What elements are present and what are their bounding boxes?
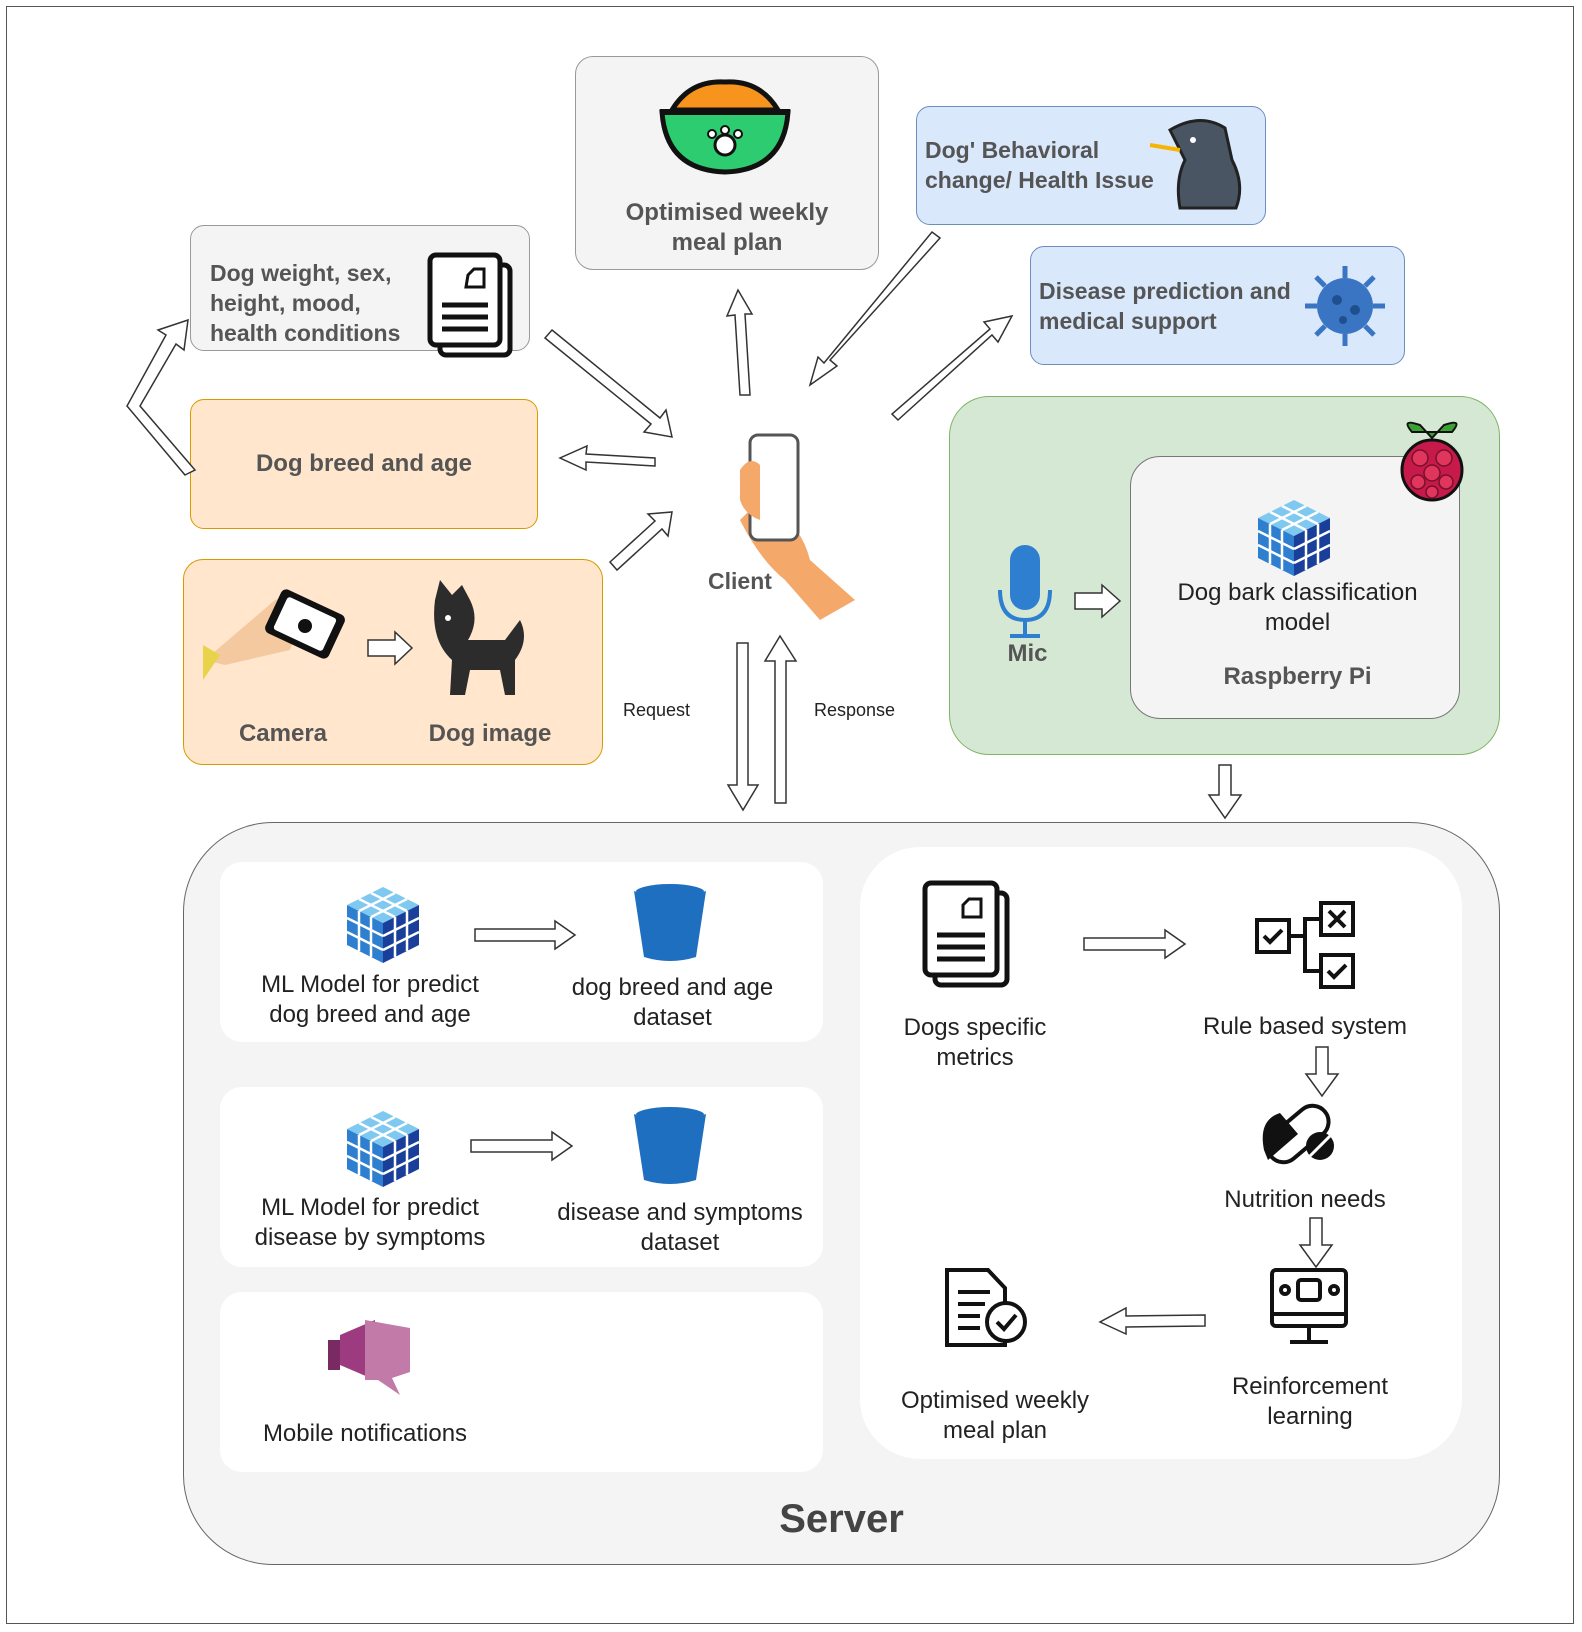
meal-plan-server-label: Optimised weekly meal plan (900, 1387, 1090, 1444)
metrics-to-rules-arrow (1083, 928, 1187, 960)
disease-model-cube-icon (345, 1109, 421, 1189)
metrics-document-icon (925, 883, 1007, 985)
bark-model-label: Dog bark classification model (1177, 579, 1418, 636)
breed-model-cube-icon (345, 885, 421, 965)
meal-plan-top-label: Optimised weekly meal plan (625, 199, 829, 256)
response-arrow (763, 634, 798, 804)
notifications-label: Mobile notifications (262, 1420, 468, 1447)
reinforcement-monitor-icon (1270, 1268, 1348, 1344)
camera-to-image-arrow (367, 630, 414, 666)
ml-breed-label: ML Model for predict dog breed and age (261, 971, 479, 1028)
disease-label: Disease prediction and medical support (1039, 278, 1291, 334)
ds-disease-label: disease and symptoms dataset (557, 1199, 803, 1256)
raspberry-inner-box (1130, 456, 1460, 719)
rl-label: Reinforcement learning (1231, 1373, 1389, 1430)
microphone-icon (998, 545, 1052, 638)
client-to-disease-arrow (890, 314, 1014, 422)
sick-dog-icon (1149, 119, 1242, 210)
behavior-label: Dog' Behavioral change/ Health Issue (925, 137, 1154, 193)
client-label: Client (708, 568, 772, 594)
dog-info-label: Dog weight, sex, height, mood, health co… (210, 260, 401, 346)
breed-dataset-bucket-icon (632, 880, 708, 963)
mic-to-model-arrow (1074, 583, 1122, 619)
info-to-client-arrow (543, 328, 673, 438)
virus-icon (1305, 266, 1385, 346)
camera-label: Camera (238, 720, 328, 747)
nutrition-label: Nutrition needs (1224, 1186, 1386, 1213)
breed-model-to-dataset-arrow (474, 919, 577, 951)
disease-model-to-dataset-arrow (470, 1130, 574, 1162)
disease-model-panel (220, 1087, 823, 1267)
request-arrow (726, 642, 760, 812)
black-dog-icon (434, 580, 524, 695)
camera-box (183, 559, 603, 765)
rule-system-icon (1255, 901, 1355, 989)
rules-to-nutrition-arrow (1304, 1046, 1340, 1098)
client-to-breed-arrow (558, 444, 656, 472)
raspberry-pi-label: Raspberry Pi (1223, 663, 1372, 690)
raspberry-pi-logo-icon (1400, 421, 1464, 502)
server-title: Server (779, 1497, 904, 1541)
breed-to-info-arrow (126, 318, 197, 476)
meal-plan-document-icon (945, 1268, 1027, 1347)
figure-frame (6, 6, 1574, 1624)
ds-breed-label: dog breed and age dataset (571, 974, 774, 1031)
rl-to-meal-arrow (1098, 1306, 1206, 1336)
nutrition-to-rl-arrow (1298, 1217, 1334, 1269)
bark-model-cube-icon (1256, 498, 1332, 578)
client-to-meal-arrow (725, 288, 754, 396)
request-label: Request (623, 700, 691, 720)
disease-dataset-bucket-icon (632, 1103, 708, 1186)
client-phone-icon (740, 433, 855, 620)
behavior-to-client-arrow (808, 230, 942, 387)
breed-age-label: Dog breed and age (255, 450, 473, 477)
dog-image-label: Dog image (428, 720, 552, 747)
breed-model-panel (220, 862, 823, 1042)
metrics-label: Dogs specific metrics (903, 1014, 1047, 1071)
pill-icon (1262, 1103, 1334, 1165)
raspberry-to-server-arrow (1207, 764, 1243, 820)
mobile-notification-icon (328, 1320, 410, 1395)
notifications-panel (220, 1292, 823, 1472)
rules-label: Rule based system (1202, 1013, 1408, 1040)
response-label: Response (814, 700, 896, 720)
meal-bowl-icon (659, 79, 791, 175)
mic-label: Mic (1007, 640, 1048, 667)
ml-disease-label: ML Model for predict disease by symptoms (254, 1194, 486, 1251)
camera-to-client-arrow (608, 511, 673, 572)
camera-phone-icon (203, 589, 345, 680)
breed-age-box (190, 399, 538, 529)
